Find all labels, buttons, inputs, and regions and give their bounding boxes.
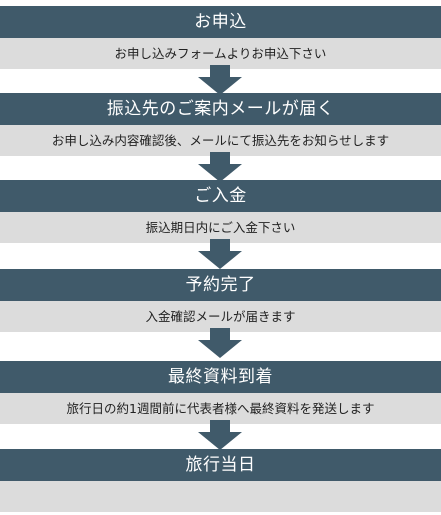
- step-final-documents: 最終資料到着 旅行日の約1週間前に代表者様へ最終資料を発送します: [0, 361, 441, 424]
- step-description: お申し込みフォームよりお申込下さい: [0, 38, 441, 69]
- down-arrow-icon: [198, 328, 242, 358]
- step-title: ご入金: [0, 180, 441, 212]
- step-title: お申込: [0, 6, 441, 38]
- step-travel-day: 旅行当日: [0, 449, 441, 512]
- step-title: 旅行当日: [0, 449, 441, 481]
- step-reservation-complete: 予約完了 入金確認メールが届きます: [0, 269, 441, 332]
- step-description: [0, 481, 441, 512]
- down-arrow-icon: [198, 420, 242, 450]
- down-arrow-icon: [198, 65, 242, 95]
- step-description: 入金確認メールが届きます: [0, 301, 441, 332]
- down-arrow-icon: [198, 239, 242, 269]
- down-arrow-icon: [198, 152, 242, 182]
- step-payment: ご入金 振込期日内にご入金下さい: [0, 180, 441, 243]
- step-description: 旅行日の約1週間前に代表者様へ最終資料を発送します: [0, 393, 441, 424]
- step-description: 振込期日内にご入金下さい: [0, 212, 441, 243]
- step-title: 予約完了: [0, 269, 441, 301]
- step-title: 最終資料到着: [0, 361, 441, 393]
- step-description: お申し込み内容確認後、メールにて振込先をお知らせします: [0, 125, 441, 156]
- step-transfer-info-email: 振込先のご案内メールが届く お申し込み内容確認後、メールにて振込先をお知らせしま…: [0, 93, 441, 156]
- step-title: 振込先のご案内メールが届く: [0, 93, 441, 125]
- step-application: お申込 お申し込みフォームよりお申込下さい: [0, 6, 441, 69]
